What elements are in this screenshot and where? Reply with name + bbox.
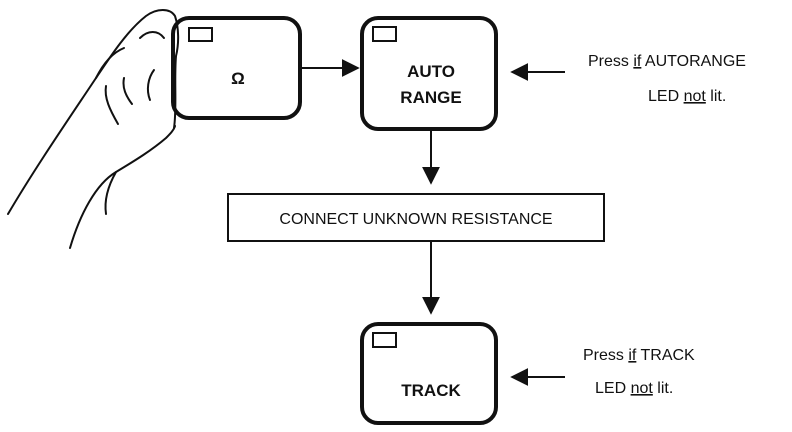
ohm-key-label: Ω (231, 69, 245, 88)
autorange-key-label-line2: RANGE (400, 88, 461, 107)
track-key[interactable]: TRACK (360, 322, 498, 425)
ohm-led-indicator (188, 27, 213, 42)
finger-illustration (7, 9, 180, 249)
connect-resistance-label: CONNECT UNKNOWN RESISTANCE (279, 211, 552, 228)
autorange-note-line1: Press if AUTORANGE (588, 53, 746, 70)
autorange-key[interactable]: AUTO RANGE (360, 16, 498, 131)
autorange-led-indicator (372, 26, 397, 42)
ohm-key[interactable]: Ω (171, 16, 302, 120)
track-key-label: TRACK (401, 381, 461, 400)
track-note-line2: LED not lit. (595, 380, 673, 397)
track-note-line1: Press if TRACK (583, 347, 695, 364)
autorange-note-line2: LED not lit. (648, 88, 726, 105)
connect-resistance-step: CONNECT UNKNOWN RESISTANCE (227, 193, 605, 242)
track-led-indicator (372, 332, 397, 348)
autorange-key-label-line1: AUTO (407, 62, 455, 81)
